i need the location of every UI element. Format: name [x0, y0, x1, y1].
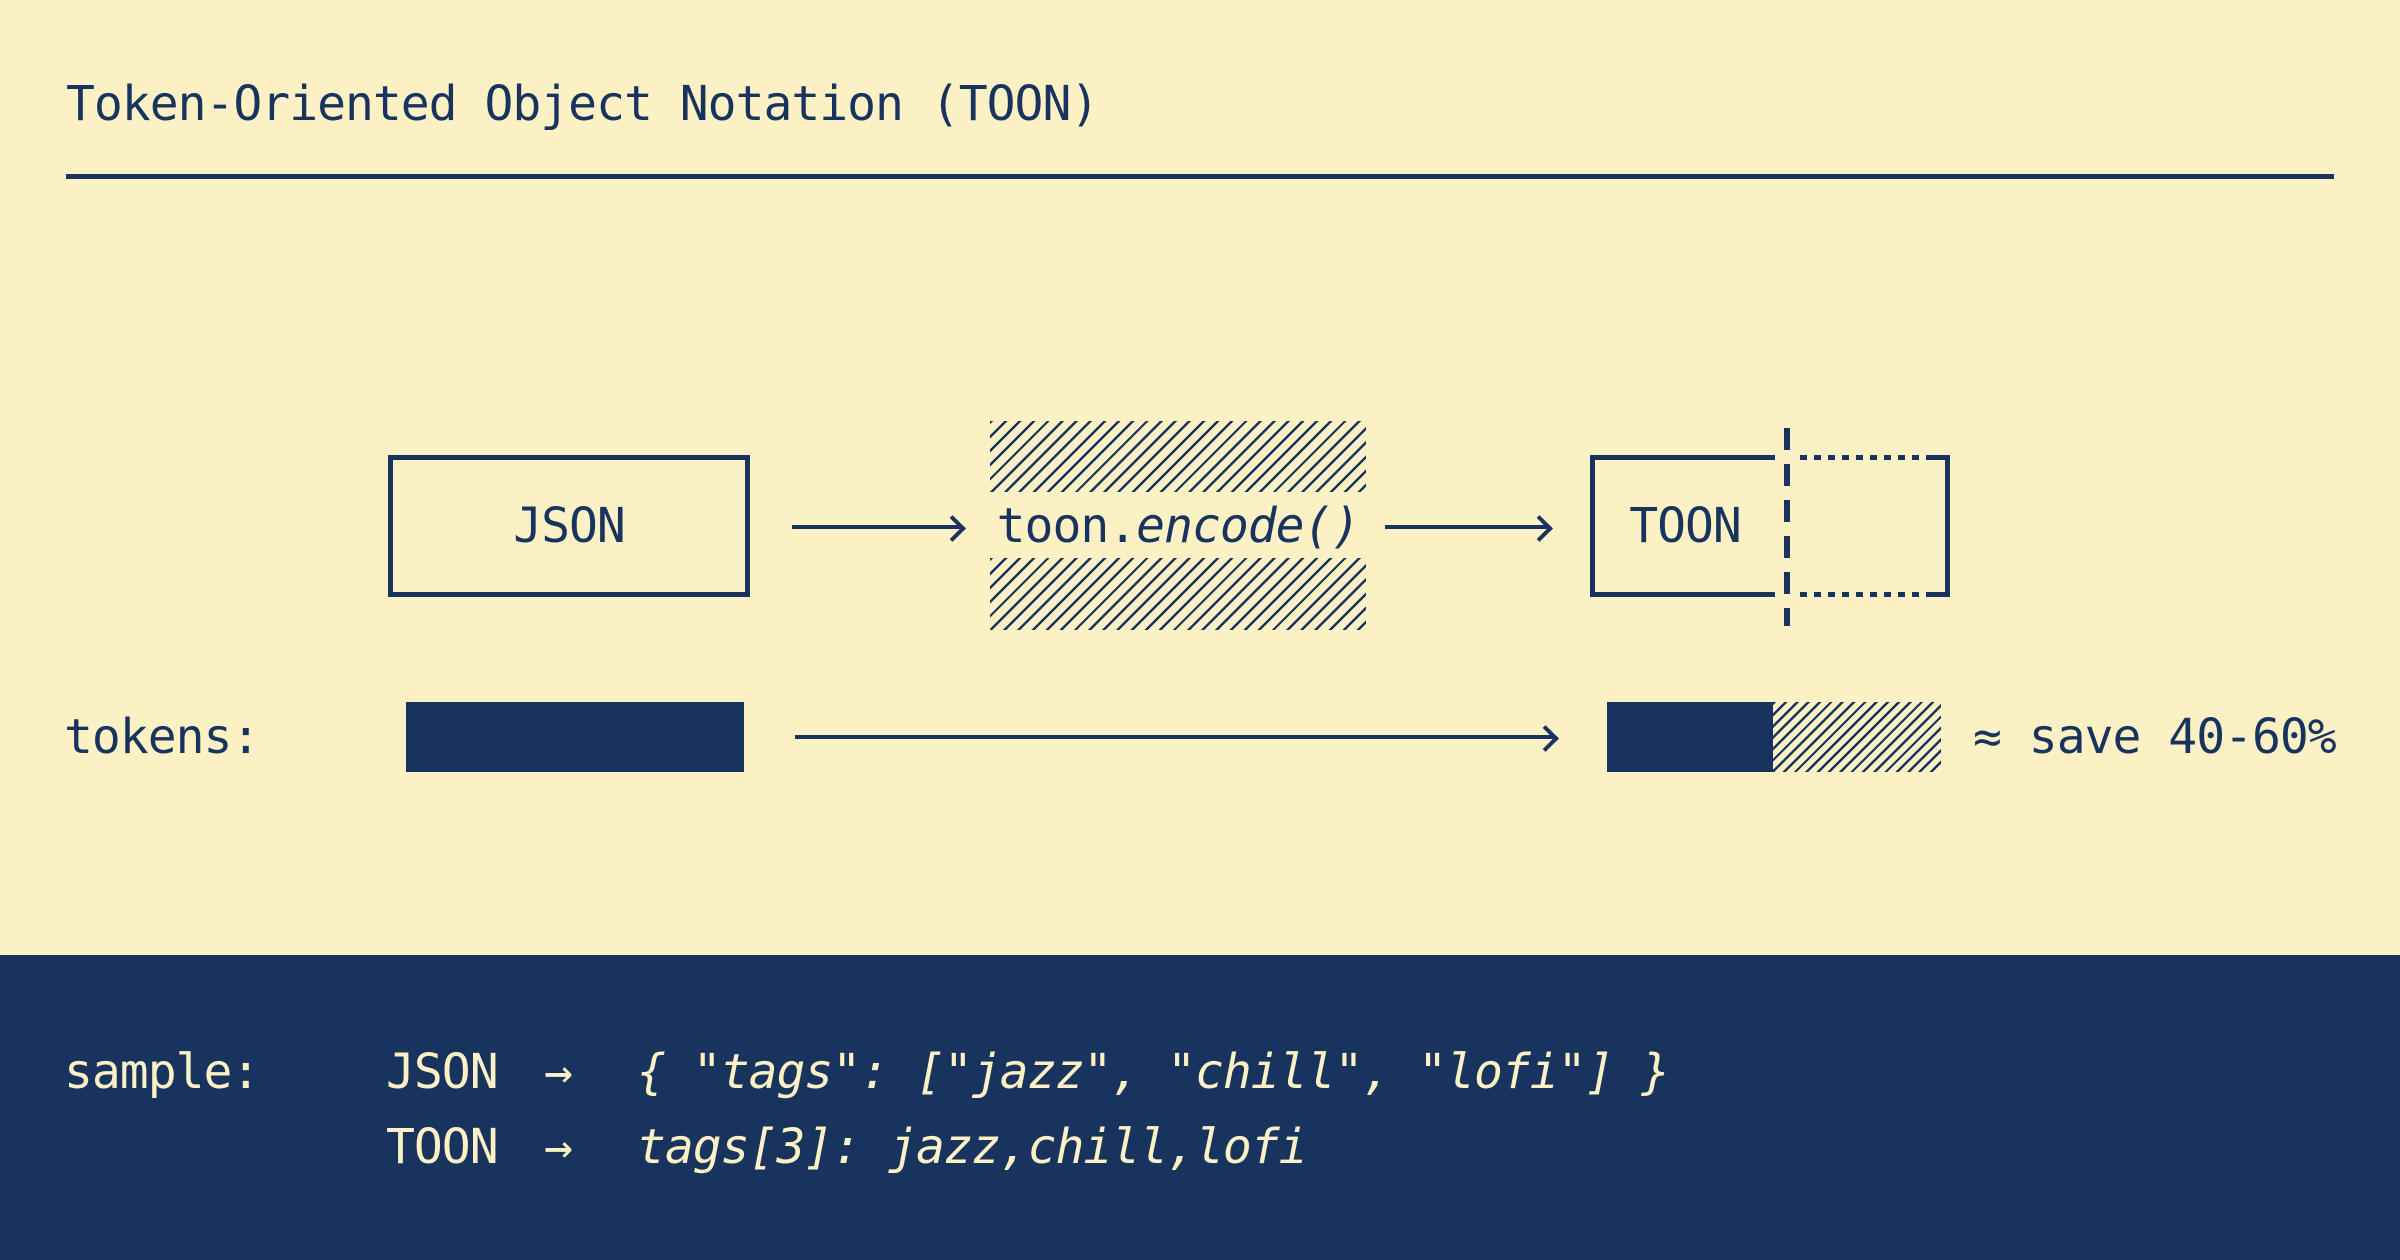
sample-row-format: TOON: [386, 1119, 499, 1175]
right-arrow-icon: →: [544, 1119, 573, 1175]
toon-output-label: TOON: [1629, 498, 1742, 554]
ghost-box-top-edge: [1800, 455, 1926, 460]
cut-dashed-line: [1784, 428, 1790, 626]
encoder-call: toon.encode(): [990, 421, 1366, 631]
ghost-box-right-edge: [1926, 455, 1950, 597]
arrow-encoder-to-toon-icon: [1385, 525, 1547, 529]
sample-label: sample:: [64, 1044, 260, 1100]
title-divider: [66, 174, 2334, 179]
encoder-call-method: encode(): [1136, 498, 1360, 554]
json-token-bar: [406, 702, 744, 772]
page-title: Token-Oriented Object Notation (TOON): [66, 76, 1099, 132]
json-input-box: JSON: [388, 455, 750, 597]
tokens-row-label: tokens:: [64, 709, 260, 765]
arrow-token-reduction-icon: [795, 735, 1553, 739]
json-input-label: JSON: [513, 498, 626, 554]
savings-note: ≈ save 40-60%: [1973, 709, 2337, 765]
ghost-box-bottom-edge: [1800, 592, 1926, 597]
right-arrow-icon: →: [544, 1044, 573, 1100]
sample-row-code: { "tags": ["jazz", "chill", "lofi"] }: [637, 1044, 1670, 1100]
toon-output-box: TOON: [1590, 455, 1775, 597]
sample-row-format: JSON: [386, 1044, 499, 1100]
toon-token-bar: [1607, 702, 1773, 772]
encoder-hatch-top: [990, 421, 1366, 492]
sample-section: sample: JSON → { "tags": ["jazz", "chill…: [0, 955, 2400, 1260]
encoder-call-prefix: toon.: [996, 498, 1137, 554]
encoder-hatch-bottom: [990, 558, 1366, 630]
sample-row-code: tags[3]: jazz,chill,lofi: [637, 1119, 1308, 1175]
saved-token-bar-hatch: [1773, 702, 1941, 772]
arrow-json-to-encoder-icon: [792, 525, 960, 529]
